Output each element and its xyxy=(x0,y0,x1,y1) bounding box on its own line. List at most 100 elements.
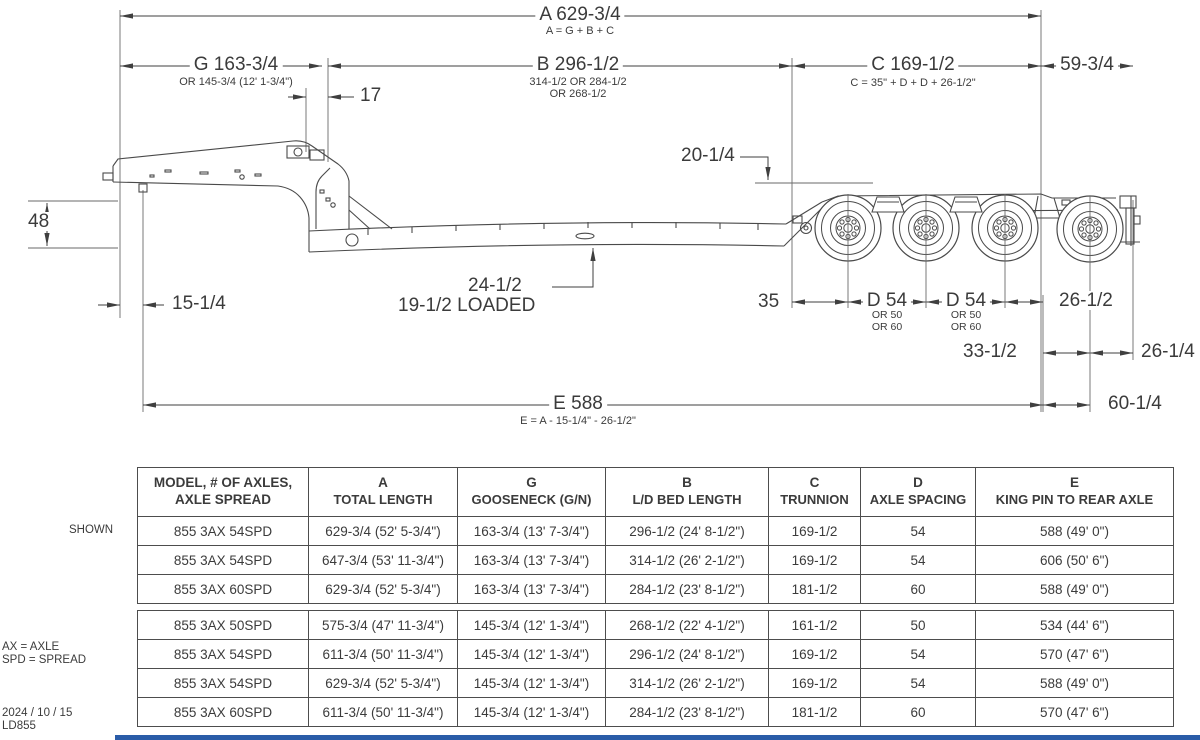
table-cell: 60 xyxy=(860,574,976,604)
dim-b-label: B 296-1/2 xyxy=(532,55,624,74)
table-cell: 163-3/4 (13' 7-3/4") xyxy=(457,545,606,575)
gooseneck xyxy=(102,140,393,230)
table-cell: 629-3/4 (52' 5-3/4") xyxy=(308,516,458,546)
table-cell: 855 3AX 54SPD xyxy=(137,516,309,546)
dim-d2-sub2: OR 60 xyxy=(950,321,982,333)
dim-15-label: 15-1/4 xyxy=(172,293,226,314)
table-cell: 296-1/2 (24' 8-1/2") xyxy=(605,639,769,669)
table-cell: 855 3AX 54SPD xyxy=(137,668,309,698)
table-cell: 169-1/2 xyxy=(768,516,861,546)
table-cell: 588 (49' 0") xyxy=(975,574,1174,604)
table-cell: 169-1/2 xyxy=(768,545,861,575)
table-cell: 145-3/4 (12' 1-3/4") xyxy=(457,697,606,727)
dim-35-label: 35 xyxy=(758,291,780,312)
table-cell: 575-3/4 (47' 11-3/4") xyxy=(308,610,458,640)
table-cell: 169-1/2 xyxy=(768,668,861,698)
table-cell: 855 3AX 54SPD xyxy=(137,545,309,575)
table-cell: 284-1/2 (23' 8-1/2") xyxy=(605,574,769,604)
dim-b-sub1: 314-1/2 OR 284-1/2 xyxy=(529,76,627,88)
deck xyxy=(308,201,825,253)
table-cell: 314-1/2 (26' 2-1/2") xyxy=(605,545,769,575)
table-cell: 611-3/4 (50' 11-3/4") xyxy=(308,639,458,669)
table-cell: 50 xyxy=(860,610,976,640)
table-cell: 54 xyxy=(860,668,976,698)
dim-d1-label: D 54 xyxy=(862,291,912,310)
table-cell: 145-3/4 (12' 1-3/4") xyxy=(457,639,606,669)
legend-spd: SPD = SPREAD xyxy=(2,654,87,666)
table-cell: 588 (49' 0") xyxy=(975,668,1174,698)
revision-date: 2024 / 10 / 15 xyxy=(2,707,73,719)
table-cell: 181-1/2 xyxy=(768,574,861,604)
table-cell: 570 (47' 6") xyxy=(975,639,1174,669)
dim-e-sub: E = A - 15-1/4" - 26-1/2" xyxy=(520,415,636,427)
table-cell: 611-3/4 (50' 11-3/4") xyxy=(308,697,458,727)
table-cell: 855 3AX 54SPD xyxy=(137,639,309,669)
dim-48-label: 48 xyxy=(24,212,54,231)
table-cell: 181-1/2 xyxy=(768,697,861,727)
dim-d2-sub1: OR 50 xyxy=(950,309,982,321)
table-cell: 534 (44' 6") xyxy=(975,610,1174,640)
dim-c-label: C 169-1/2 xyxy=(867,55,959,74)
dim-20-label: 20-1/4 xyxy=(681,145,735,166)
table-cell: 855 3AX 60SPD xyxy=(137,574,309,604)
table-cell: 60 xyxy=(860,697,976,727)
table-cell: 629-3/4 (52' 5-3/4") xyxy=(308,668,458,698)
dim-d2-label: D 54 xyxy=(941,291,991,310)
table-cell: 54 xyxy=(860,545,976,575)
dim-26quarter-label: 26-1/4 xyxy=(1141,341,1195,362)
legend-ax: AX = AXLE xyxy=(2,641,60,653)
dim-g-label: G 163-3/4 xyxy=(189,55,283,74)
table-cell: 145-3/4 (12' 1-3/4") xyxy=(457,668,606,698)
dim-24-label: 24-1/2 xyxy=(468,275,522,296)
col-header-model: MODEL, # OF AXLES,AXLE SPREAD xyxy=(137,467,309,517)
table-cell: 570 (47' 6") xyxy=(975,697,1174,727)
table-cell: 855 3AX 50SPD xyxy=(137,610,309,640)
dim-19-label: 19-1/2 LOADED xyxy=(398,295,536,316)
table-cell: 647-3/4 (53' 11-3/4") xyxy=(308,545,458,575)
dim-e-label: E 588 xyxy=(549,394,607,413)
table-cell: 54 xyxy=(860,516,976,546)
dim-33half-label: 33-1/2 xyxy=(963,341,1017,362)
table-cell: 296-1/2 (24' 8-1/2") xyxy=(605,516,769,546)
table-cell: 314-1/2 (26' 2-1/2") xyxy=(605,668,769,698)
table-cell: 268-1/2 (22' 4-1/2") xyxy=(605,610,769,640)
dim-c-sub: C = 35" + D + D + 26-1/2" xyxy=(850,77,976,89)
table-cell: 161-1/2 xyxy=(768,610,861,640)
table-cell: 855 3AX 60SPD xyxy=(137,697,309,727)
dim-d1-sub1: OR 50 xyxy=(871,309,903,321)
table-cell: 145-3/4 (12' 1-3/4") xyxy=(457,610,606,640)
dim-d1-sub2: OR 60 xyxy=(871,321,903,333)
dim-b-sub2: OR 268-1/2 xyxy=(549,88,607,100)
dim-17-label: 17 xyxy=(360,85,382,106)
dim-59-label: 59-3/4 xyxy=(1056,55,1118,74)
dim-a-sub: A = G + B + C xyxy=(545,25,615,37)
model-code: LD855 xyxy=(2,720,36,732)
dim-26half-label: 26-1/2 xyxy=(1055,291,1117,310)
dim-a-label: A 629-3/4 xyxy=(535,5,625,24)
table-cell: 588 (49' 0") xyxy=(975,516,1174,546)
wheel-2 xyxy=(892,194,960,262)
table-cell: 163-3/4 (13' 7-3/4") xyxy=(457,574,606,604)
table-cell: 629-3/4 (52' 5-3/4") xyxy=(308,574,458,604)
shown-label: SHOWN xyxy=(69,524,114,536)
table-cell: 163-3/4 (13' 7-3/4") xyxy=(457,516,606,546)
dim-g-sub: OR 145-3/4 (12' 1-3/4") xyxy=(179,76,293,88)
table-cell: 284-1/2 (23' 8-1/2") xyxy=(605,697,769,727)
